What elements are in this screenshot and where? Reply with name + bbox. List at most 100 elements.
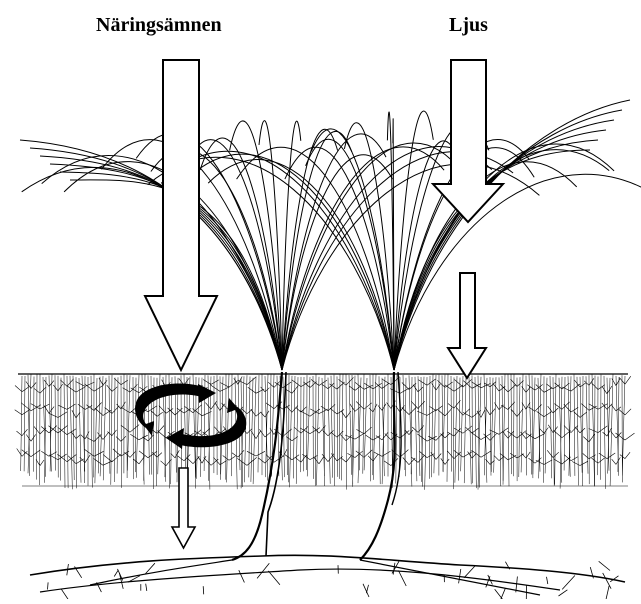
moss-strand [117, 377, 118, 473]
moss-branch [564, 425, 578, 432]
root-hair [606, 586, 609, 599]
moss-branch [161, 459, 172, 466]
moss-branch [321, 405, 335, 411]
root-hair [464, 566, 475, 578]
moss-strand [391, 377, 393, 482]
moss-strand [373, 374, 376, 480]
stem-right [360, 372, 395, 560]
moss-strand [98, 377, 100, 474]
moss-branch [438, 408, 452, 416]
moss-branch [123, 384, 138, 392]
root-hair [603, 573, 611, 589]
plant-stems [232, 372, 401, 560]
moss-branch [412, 425, 424, 432]
moss-branch [619, 409, 631, 415]
moss-branch [171, 450, 180, 458]
moss-strand [64, 375, 65, 489]
moss-strand [526, 376, 527, 476]
moss-branch [331, 431, 343, 437]
moss-branch [330, 408, 344, 414]
root-hair [562, 576, 575, 590]
moss-strand [73, 376, 74, 480]
moss-branch [490, 428, 509, 435]
moss-strand [494, 377, 496, 473]
moss-branch [611, 431, 622, 438]
moss-strand [491, 378, 493, 472]
moss-strand [405, 378, 406, 470]
moss-strand [379, 376, 380, 484]
moss-branch [603, 428, 612, 436]
moss-branch [575, 427, 585, 433]
moss-branch [121, 425, 139, 433]
root-hair [48, 582, 49, 589]
moss-branch [564, 455, 577, 461]
moss-branch [108, 430, 117, 436]
moss-branch [113, 449, 129, 456]
moss-strand [411, 377, 412, 474]
moss-branch [17, 429, 28, 436]
moss-branch [548, 406, 559, 413]
moss-branch [187, 457, 200, 464]
moss-branch [314, 456, 324, 464]
moss-strand [532, 375, 533, 478]
moss-strand [324, 375, 325, 476]
moss-branch [258, 456, 271, 463]
moss-strand [100, 376, 103, 476]
moss-branch [376, 432, 388, 440]
moss-branch [214, 457, 227, 464]
grass-leaf [20, 140, 282, 370]
moss-branch [345, 433, 365, 439]
moss-strand [396, 375, 397, 484]
moss-strand [425, 377, 427, 490]
moss-strand [114, 378, 115, 482]
moss-branch [259, 429, 270, 437]
grass-leaf [394, 110, 622, 370]
moss-branch [356, 450, 372, 457]
grass-leaf [394, 120, 614, 370]
moss-strand [601, 375, 602, 480]
moss-strand [61, 378, 62, 481]
stem-left [232, 372, 282, 560]
moss-strand [604, 376, 605, 489]
moss-branch [286, 406, 298, 413]
moss-strand [447, 374, 448, 481]
moss-branch [15, 410, 30, 415]
moss-branch [133, 456, 144, 464]
moss-branch [620, 452, 630, 458]
moss-branch [417, 410, 437, 416]
moss-branch [447, 429, 460, 437]
root-hair [146, 584, 147, 591]
grass-leaf [394, 144, 614, 370]
moss-strand [533, 378, 535, 475]
moss-strand [464, 377, 466, 484]
moss-branch [454, 426, 472, 433]
moss-strand [349, 375, 352, 475]
moss-branch [286, 437, 298, 441]
moss-strand [475, 377, 476, 488]
moss-branch [105, 406, 120, 414]
moss-strand [432, 375, 434, 478]
moss-branch [501, 402, 515, 410]
moss-strand [580, 377, 582, 473]
moss-strand [33, 377, 34, 472]
moss-strand [415, 377, 417, 481]
root-branch [360, 560, 540, 595]
root-hair [599, 561, 610, 570]
grass-leaf [306, 139, 394, 370]
moss-strand [331, 376, 333, 478]
moss-branch [412, 455, 425, 462]
moss-strand [337, 376, 338, 477]
moss-branch [528, 405, 541, 412]
moss-strand [328, 378, 330, 484]
root-hair [547, 577, 548, 584]
moss-branch [95, 408, 111, 416]
moss-strand [574, 375, 575, 476]
moss-branch [159, 406, 173, 414]
moss-strand [95, 378, 97, 483]
moss-strand [583, 376, 584, 486]
root-hair [239, 570, 245, 582]
moss-branch [612, 457, 621, 464]
root-hair [61, 589, 69, 599]
